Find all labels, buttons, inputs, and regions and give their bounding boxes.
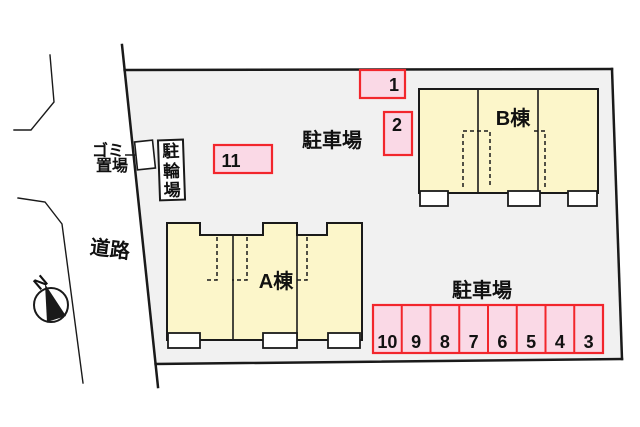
parking-space-10-number: 10 bbox=[377, 332, 397, 352]
garbage-label-line2: 置場 bbox=[96, 157, 128, 175]
bicycle-label-char3: 場 bbox=[163, 181, 181, 201]
building-a-label: A棟 bbox=[259, 269, 294, 293]
building-b-porches bbox=[419, 190, 598, 207]
parking-space-1: 1 bbox=[358, 68, 407, 100]
garbage-box bbox=[133, 139, 157, 171]
north-arrow: N bbox=[30, 271, 69, 323]
parking-space-1-number: 1 bbox=[389, 75, 399, 95]
building-b: B棟 bbox=[418, 88, 599, 207]
road-edge-lines bbox=[13, 54, 84, 384]
parking-row-bottom: 10 9 8 7 6 5 4 3 bbox=[371, 303, 605, 355]
parking-space-7-number: 7 bbox=[469, 332, 479, 352]
garbage-label-line1: ゴミ bbox=[92, 141, 124, 160]
building-b-label: B棟 bbox=[496, 106, 531, 130]
parking-row-numbers: 10 9 8 7 6 5 4 3 bbox=[377, 332, 593, 352]
parking-space-4-number: 4 bbox=[555, 332, 565, 352]
north-arrow-needle bbox=[45, 284, 66, 322]
road-label: 道路 bbox=[89, 235, 133, 264]
parking-lot-top-label: 駐車場 bbox=[302, 128, 362, 152]
building-b-entry-paths bbox=[462, 130, 546, 187]
parking-space-6-number: 6 bbox=[497, 332, 507, 352]
building-a-porches bbox=[167, 332, 361, 349]
parking-space-2-number: 2 bbox=[392, 115, 402, 135]
parking-space-2: 2 bbox=[382, 110, 414, 157]
parking-space-11-number: 11 bbox=[221, 151, 240, 171]
bicycle-label-char2: 輪 bbox=[163, 161, 182, 182]
parking-space-8-number: 8 bbox=[440, 332, 450, 352]
bicycle-parking-box bbox=[156, 138, 187, 202]
parking-lot-bottom-label: 駐車場 bbox=[452, 278, 512, 302]
parking-space-3-number: 3 bbox=[584, 332, 594, 352]
parking-space-9-number: 9 bbox=[411, 332, 421, 352]
building-a-entry-paths bbox=[205, 237, 308, 281]
bicycle-parking: 駐 輪 場 bbox=[156, 138, 187, 202]
garbage-area: ゴミ 置場 bbox=[92, 139, 157, 175]
bicycle-label-char1: 駐 bbox=[162, 141, 180, 162]
parking-space-11: 11 bbox=[212, 143, 274, 175]
building-a: A棟 bbox=[166, 222, 363, 349]
parking-space-5-number: 5 bbox=[526, 332, 536, 352]
